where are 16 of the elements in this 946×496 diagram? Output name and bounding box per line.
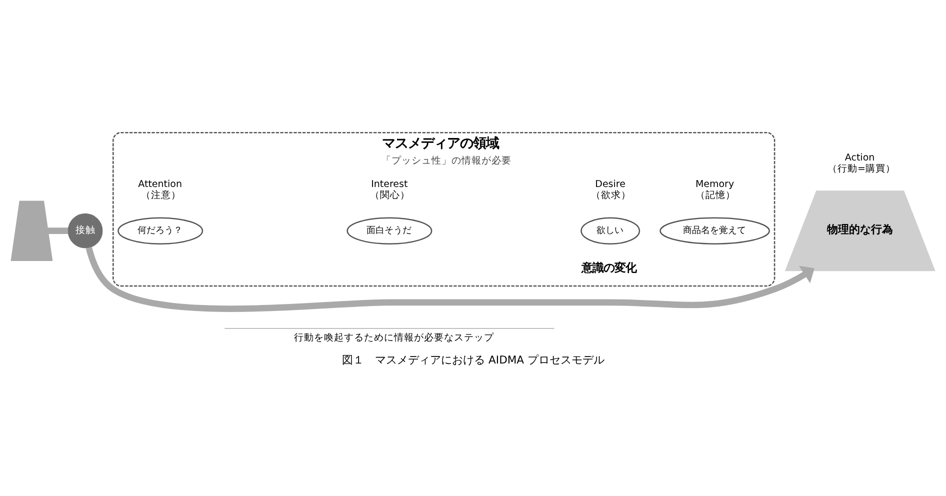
label: 行動を喚起するために情報が必要なステップ bbox=[294, 332, 494, 344]
node-label: Action （行動=購買） bbox=[827, 152, 896, 174]
node-circle: 接触 bbox=[68, 212, 103, 248]
node-ellipse: 商品名を覚えて bbox=[660, 216, 770, 244]
node-label: Memory （記憶） bbox=[695, 178, 736, 200]
node-ellipse: 面白そうだ bbox=[346, 216, 432, 244]
node-person bbox=[10, 200, 53, 260]
arrow bbox=[86, 246, 814, 312]
node-ellipse: 何だろう？ bbox=[118, 216, 204, 244]
node-label: Desire （欲求） bbox=[591, 178, 632, 200]
node-label: Attention （注意） bbox=[138, 178, 182, 200]
connector bbox=[48, 227, 68, 234]
node-ellipse: 欲しい bbox=[580, 216, 640, 244]
label: 意識の変化 bbox=[582, 260, 637, 274]
node-label: Interest （関心） bbox=[370, 178, 410, 200]
caption: 図１ マスメディアにおける AIDMA プロセスモデル bbox=[342, 353, 604, 366]
